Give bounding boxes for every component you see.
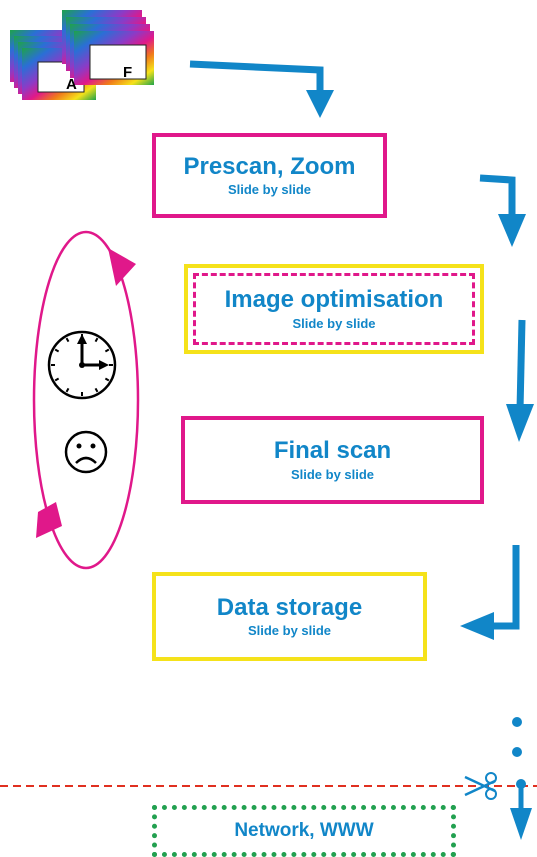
step-prescan-title: Prescan, Zoom <box>183 152 356 180</box>
film-slide-stack-f <box>62 10 154 85</box>
sad-face-icon <box>64 430 108 474</box>
step-prescan-sub: Slide by slide <box>227 182 312 198</box>
clock-icon <box>47 330 117 400</box>
flow-arrow-3 <box>506 319 534 442</box>
step-optimisation-inner-box: Image optimisation Slide by slide <box>193 273 475 345</box>
film-slides-stack <box>10 10 154 100</box>
flow-arrow-2 <box>479 174 526 247</box>
slide-label-f: F <box>123 64 133 81</box>
network-box: Network, WWW <box>152 805 456 857</box>
step-data-storage-sub: Slide by slide <box>247 623 332 639</box>
step-data-storage-title: Data storage <box>216 593 363 621</box>
slide-label-a: A <box>66 76 77 93</box>
final-down-arrow <box>510 786 532 840</box>
iteration-loop <box>32 230 140 570</box>
flow-arrows <box>189 60 534 640</box>
step-final-scan-box: Final scan Slide by slide <box>181 416 484 504</box>
loop-arrowhead-top <box>108 248 136 286</box>
step-final-scan-sub: Slide by slide <box>290 466 375 482</box>
step-prescan-box: Prescan, Zoom Slide by slide <box>152 133 387 218</box>
flow-arrow-4 <box>460 545 520 640</box>
loop-arrowhead-bottom <box>36 502 62 538</box>
flow-arrow-1 <box>189 60 334 118</box>
step-optimisation-title: Image optimisation <box>224 286 444 314</box>
step-data-storage-box: Data storage Slide by slide <box>152 572 427 661</box>
network-title: Network, WWW <box>234 820 374 841</box>
continuation-dots <box>512 717 526 789</box>
step-final-scan-title: Final scan <box>273 437 392 465</box>
step-optimisation-box: Image optimisation Slide by slide <box>184 264 484 354</box>
step-optimisation-sub: Slide by slide <box>292 315 376 331</box>
scissors-icon <box>464 772 497 800</box>
